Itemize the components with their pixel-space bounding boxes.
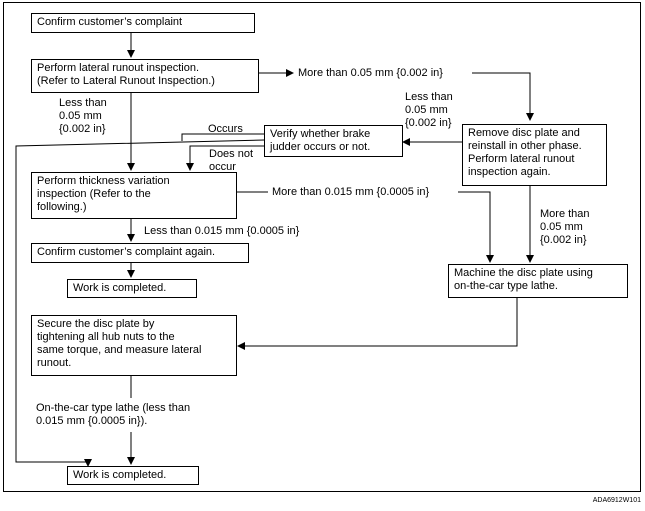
label-does-not-line2: occur [209,161,236,173]
label-less-005-b-line2: 0.05 mm [405,104,448,116]
label-lathe: On-the-car type lathe (less than 0.015 m… [36,402,191,428]
label-more-005-b-line3: {0.002 in} [540,234,587,246]
box-remove-line2: reinstall in other phase. [468,140,582,152]
box-remove-line4: inspection again. [468,166,551,178]
label-more-005-b-line1: More than [540,208,590,220]
box-confirm-again: Confirm customer’s complaint again. [31,243,249,263]
label-does-not-occur: Does not occur [209,148,253,174]
box-secure-line1: Secure the disc plate by [37,318,155,330]
label-lathe-line1: On-the-car type lathe (less than [36,402,191,414]
box-verify-judder: Verify whether brake judder occurs or no… [264,125,403,157]
label-more-005-b: More than 0.05 mm {0.002 in} [540,208,590,247]
box-work-completed-1-text: Work is completed. [73,282,167,294]
box-verify-line2: judder occurs or not. [270,141,371,153]
label-less-005-line3: {0.002 in} [59,123,106,135]
box-machine-line2: on-the-car type lathe. [454,280,558,292]
label-more-005-right: More than 0.05 mm {0.002 in} [298,67,443,79]
box-confirm-complaint-text: Confirm customer’s complaint [37,16,183,28]
label-less-005-b: Less than 0.05 mm {0.002 in} [405,91,453,130]
box-lateral-runout-line1: Perform lateral runout inspection. [37,62,200,74]
box-secure-line2: tightening all hub nuts to the [37,331,175,343]
box-work-completed-2: Work is completed. [67,466,199,485]
label-less-005-b-line1: Less than [405,91,453,103]
outer-frame [3,2,641,492]
box-confirm-complaint: Confirm customer’s complaint [31,13,255,33]
box-remove-disc: Remove disc plate and reinstall in other… [462,124,607,186]
box-thickness-line3: following.) [37,201,87,213]
box-thickness-line1: Perform thickness variation [37,175,170,187]
box-verify-line1: Verify whether brake [270,128,371,140]
connector-verify-doesnot [186,145,264,171]
box-lateral-runout: Perform lateral runout inspection. (Refe… [31,59,259,93]
box-work-completed-2-text: Work is completed. [73,469,167,481]
box-thickness-line2: inspection (Refer to the [37,188,151,200]
label-does-not-line1: Does not [209,148,254,160]
box-machine-line1: Machine the disc plate using [454,267,593,279]
label-less-005-line1: Less than [59,97,107,109]
label-more-005-b-line2: 0.05 mm [540,221,583,233]
label-occurs: Occurs [208,123,243,135]
connector-occurs-to-work2 [15,139,265,467]
connector-more0015-to-machine [458,191,494,263]
connector-more005-to-remove [472,72,534,121]
box-lateral-runout-line2: (Refer to Lateral Runout Inspection.) [37,75,215,87]
label-more-0015: More than 0.015 mm {0.0005 in} [272,186,430,198]
box-remove-line1: Remove disc plate and [468,127,580,139]
box-secure-line3: same torque, and measure lateral [37,344,202,356]
box-secure-disc: Secure the disc plate by tightening all … [31,315,237,376]
box-work-completed-1: Work is completed. [67,279,197,298]
box-remove-line3: Perform lateral runout [468,153,575,165]
box-confirm-again-text: Confirm customer’s complaint again. [37,246,216,258]
figure-code: ADA6912W101 [592,497,641,504]
box-machine-disc: Machine the disc plate using on-the-car … [448,264,628,298]
label-less-005-line2: 0.05 mm [59,110,102,122]
label-lathe-line2: 0.015 mm {0.0005 in}). [36,415,148,427]
label-less-005: Less than 0.05 mm {0.002 in} [59,97,107,136]
label-less-005-b-line3: {0.002 in} [405,117,452,129]
connector-machine-to-secure [237,297,518,350]
connector-verify-occurs [181,133,264,141]
label-less-0015: Less than 0.015 mm {0.0005 in} [144,225,300,237]
box-secure-line4: runout. [37,357,72,369]
box-thickness-variation: Perform thickness variation inspection (… [31,172,237,219]
